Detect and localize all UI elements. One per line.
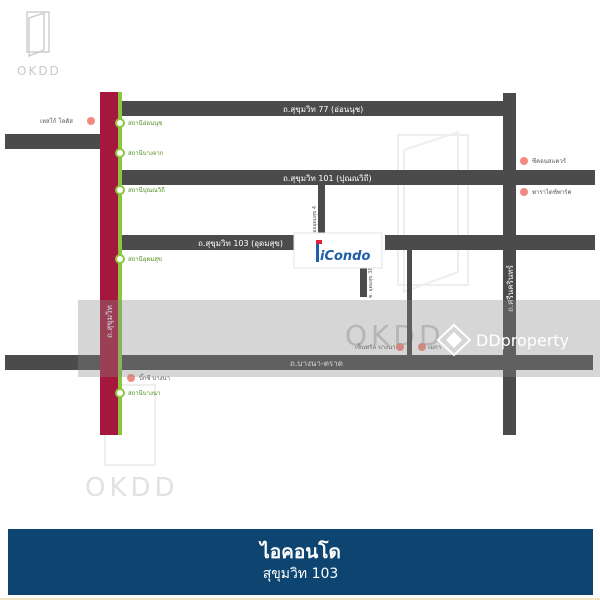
poi-mega: เมกา bbox=[418, 343, 441, 351]
road-sukhumvit-103-east bbox=[385, 235, 595, 250]
poi-label: ซีคอนสแควร์ bbox=[532, 157, 567, 165]
ddproperty-logo-icon bbox=[436, 323, 472, 357]
station-label: สถานีบางจาก bbox=[128, 149, 164, 157]
poi-label: บิ๊กซี บางนา bbox=[139, 373, 170, 382]
okdd-logo-text: OKDD bbox=[17, 64, 61, 78]
road-connector bbox=[407, 250, 412, 355]
poi-paradise: พาราไดซ์พาร์ค bbox=[520, 188, 571, 196]
poi-label: พาราไดซ์พาร์ค bbox=[532, 188, 571, 196]
road-left-stub bbox=[5, 134, 100, 149]
project-marker: iCondo bbox=[293, 232, 383, 269]
station-bangna: สถานีบางนา bbox=[115, 388, 160, 398]
road-label-srinakarin: ถ.ศรีนครินทร์ bbox=[505, 264, 515, 312]
station-label: สถานีอ่อนนุช bbox=[128, 119, 162, 127]
poi-tesco: เทสโก้ โลตัส bbox=[40, 117, 95, 125]
project-logo-icon bbox=[316, 240, 319, 262]
road-srinakarin bbox=[503, 93, 516, 435]
road-sukhumvit-103-west bbox=[120, 235, 295, 250]
road-label-udomsuk-4: ซอยอุดมสุข 4 bbox=[312, 206, 318, 236]
poi-central: เซ็นทรัล บางนา bbox=[355, 342, 404, 351]
road-label-77: ถ.สุขุมวิท 77 (อ่อนนุช) bbox=[283, 105, 363, 114]
ddproperty-watermark-band bbox=[78, 300, 600, 377]
okdd-logo-icon bbox=[26, 11, 50, 58]
station-label: สถานีบางนา bbox=[128, 389, 160, 397]
road-label-103: ถ.สุขุมวิท 103 (อุดมสุข) bbox=[198, 239, 283, 248]
poi-seacon: ซีคอนสแควร์ bbox=[520, 157, 567, 165]
road-label-bangna-trad: ถ.บางนา-ตราด bbox=[290, 359, 343, 368]
road-label-101: ถ.สุขุมวิท 101 (ปุณณวิถี) bbox=[283, 174, 372, 183]
station-bangchak: สถานีบางจาก bbox=[115, 148, 164, 158]
station-punnawithi: สถานีปุณณวิถี bbox=[115, 185, 165, 195]
station-udomsuk: สถานีอุดมสุข bbox=[115, 254, 162, 264]
road-sukhumvit-main bbox=[100, 92, 118, 435]
road-udomsuk-4 bbox=[318, 184, 325, 236]
footer-banner: ไอคอนโด สุขุมวิท 103 bbox=[8, 529, 593, 595]
poi-label: เมกา bbox=[428, 344, 441, 351]
road-label-sukhumvit: ถ.สุขุมวิท bbox=[105, 305, 114, 338]
road-bangna-trad bbox=[5, 355, 593, 370]
road-sukhumvit-77 bbox=[120, 101, 515, 116]
poi-label: เทสโก้ โลตัส bbox=[40, 117, 73, 125]
road-label-udomsuk-38: ซ. อุดมสุข 38 bbox=[368, 267, 374, 298]
station-onnut: สถานีอ่อนนุช bbox=[115, 118, 162, 128]
station-label: สถานีปุณณวิถี bbox=[128, 186, 165, 194]
footer-title: ไอคอนโด bbox=[260, 541, 341, 563]
bottom-divider bbox=[0, 598, 600, 600]
poi-bigc: บิ๊กซี บางนา bbox=[127, 373, 170, 382]
road-udomsuk-38 bbox=[360, 250, 367, 297]
road-sukhumvit-101 bbox=[120, 170, 595, 185]
project-logo-text: iCondo bbox=[320, 249, 370, 264]
ddproperty-logo-text: DDproperty bbox=[476, 331, 569, 350]
poi-label: เซ็นทรัล บางนา bbox=[355, 342, 396, 351]
location-map: OKDD OKDD OKDD ถ.สุขุมวิท 77 (อ่อนนุช) ถ… bbox=[5, 11, 600, 503]
watermark-text: OKDD bbox=[85, 473, 179, 503]
station-label: สถานีอุดมสุข bbox=[128, 255, 162, 263]
footer-subtitle: สุขุมวิท 103 bbox=[262, 566, 339, 582]
